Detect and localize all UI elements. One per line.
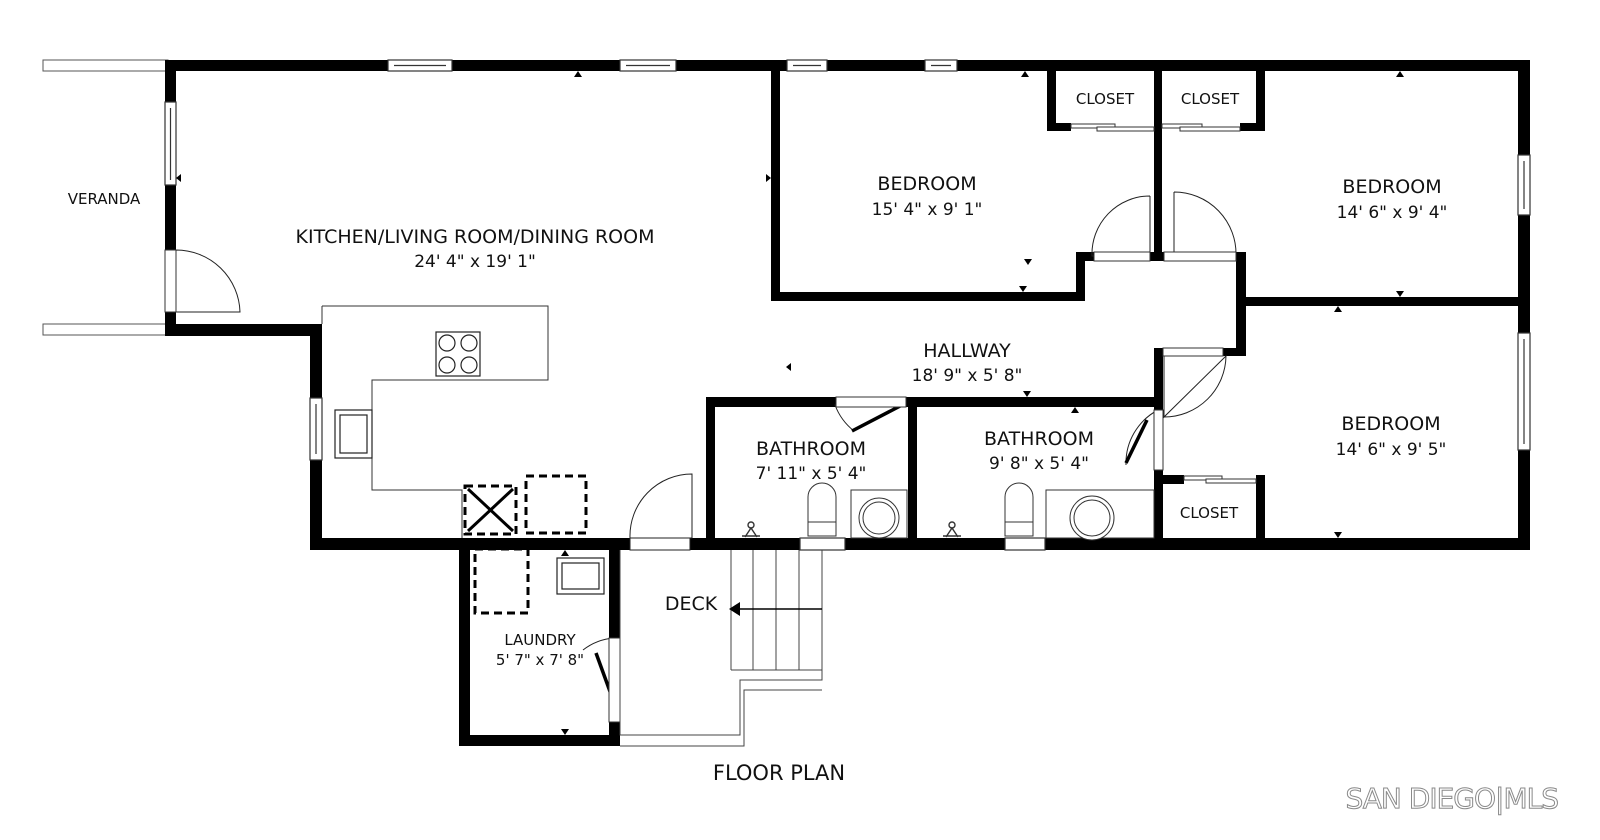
bedroom-3-label: BEDROOM [1341, 413, 1440, 435]
closet-3-label: CLOSET [1180, 504, 1239, 522]
appliance-placeholders-icon [463, 474, 588, 615]
stairs-arrow-icon [729, 602, 822, 616]
bathroom-1-label: BATHROOM [756, 438, 866, 460]
bedroom-1-dims: 15' 4" x 9' 1" [872, 200, 983, 220]
closet-2-label: CLOSET [1181, 90, 1240, 108]
closet-doors [1070, 123, 1257, 484]
room-labels: VERANDA KITCHEN/LIVING ROOM/DINING ROOM … [68, 90, 1448, 785]
veranda-label: VERANDA [68, 190, 141, 208]
floor-plan-title: FLOOR PLAN [713, 761, 845, 785]
kitchen-counter [321, 305, 549, 538]
bathroom-2-label: BATHROOM [984, 428, 1094, 450]
deck-label: DECK [665, 593, 718, 615]
bedroom-3-dims: 14' 6" x 9' 5" [1336, 440, 1447, 460]
hallway-dims: 18' 9" x 5' 8" [912, 366, 1023, 386]
closet-1-label: CLOSET [1076, 90, 1135, 108]
laundry-label: LAUNDRY [504, 631, 576, 649]
walls [165, 60, 1530, 746]
laundry-sink-icon [556, 557, 605, 595]
laundry-dims: 5' 7" x 7' 8" [496, 651, 584, 669]
bathroom-2-dims: 9' 8" x 5' 4" [989, 454, 1089, 474]
kitchen-dims: 24' 4" x 19' 1" [414, 252, 536, 272]
dimension-ticks [176, 71, 1404, 735]
toilet-icon [807, 482, 1034, 537]
dishwasher-cross-icon [466, 487, 515, 533]
deck-outline [619, 550, 823, 747]
bedroom-2-label: BEDROOM [1342, 176, 1441, 198]
bedroom-2-dims: 14' 6" x 9' 4" [1337, 203, 1448, 223]
shower-faucet-icon [742, 521, 961, 538]
kitchen-label: KITCHEN/LIVING ROOM/DINING ROOM [296, 226, 655, 248]
cooktop-icon [435, 331, 481, 377]
san-diego-mls-logo: SAN DIEGO|MLS [1345, 782, 1560, 816]
windows [164, 59, 1531, 551]
hallway-label: HALLWAY [923, 340, 1011, 362]
sink-basin-icon [850, 489, 1155, 541]
bathroom-1-dims: 7' 11" x 5' 4" [756, 464, 867, 484]
door-frames [164, 249, 1237, 723]
kitchen-sink-icon [334, 409, 373, 459]
bedroom-1-label: BEDROOM [877, 173, 976, 195]
